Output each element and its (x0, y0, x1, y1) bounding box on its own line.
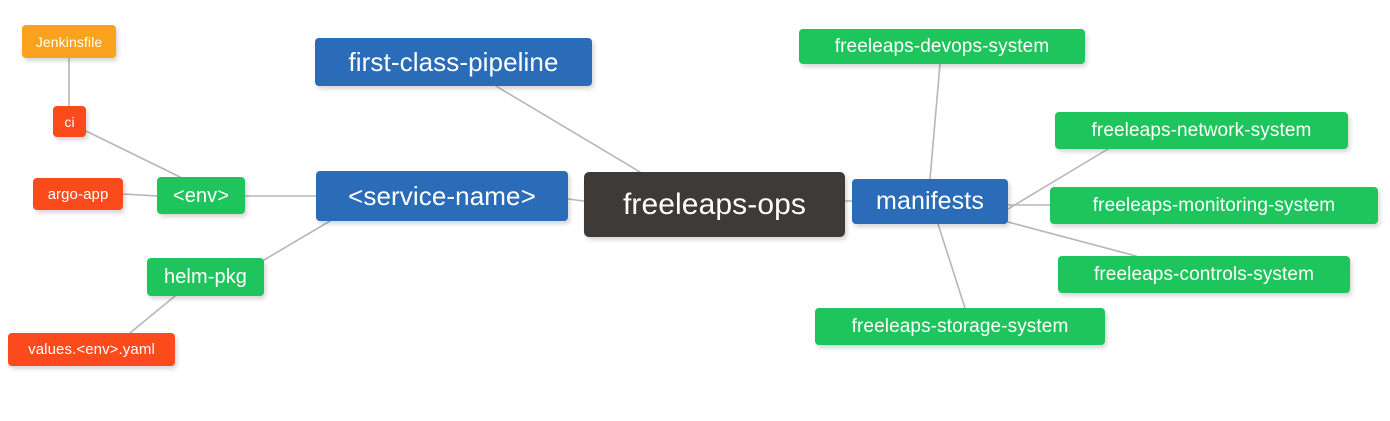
node-label: argo-app (47, 185, 109, 203)
node-helm-pkg[interactable]: helm-pkg (147, 258, 264, 296)
edge-service-name-to-freeleaps-ops (567, 198, 585, 202)
node-freeleaps-controls-system[interactable]: freeleaps-controls-system (1058, 256, 1350, 293)
node-ci[interactable]: ci (53, 106, 86, 137)
node-label: freeleaps-storage-system (851, 316, 1069, 337)
node-freeleaps-ops[interactable]: freeleaps-ops (584, 172, 845, 237)
node-label: ci (64, 113, 75, 130)
node-label: <service-name> (348, 181, 536, 211)
node-values-yaml[interactable]: values.<env>.yaml (8, 333, 175, 366)
node-freeleaps-network-system[interactable]: freeleaps-network-system (1055, 112, 1348, 149)
node-label: freeleaps-ops (622, 187, 807, 221)
node-jenkinsfile[interactable]: Jenkinsfile (22, 25, 116, 58)
edge-manifests-to-freeleaps-network-system (1007, 148, 1109, 210)
node-label: values.<env>.yaml (28, 341, 155, 358)
node-first-class-pipeline[interactable]: first-class-pipeline (315, 38, 592, 86)
node-service-name[interactable]: <service-name> (316, 171, 568, 221)
edge-argo-app-to-env (122, 193, 158, 197)
edge-ci-to-env (85, 130, 181, 178)
node-label: freeleaps-network-system (1091, 120, 1312, 141)
node-label: first-class-pipeline (348, 47, 559, 77)
node-label: <env> (172, 184, 230, 207)
node-label: freeleaps-devops-system (834, 36, 1050, 57)
edge-service-name-to-helm-pkg (263, 220, 331, 261)
node-freeleaps-monitoring-system[interactable]: freeleaps-monitoring-system (1050, 187, 1378, 224)
edge-manifests-to-freeleaps-devops-system (929, 63, 941, 180)
node-label: freeleaps-monitoring-system (1092, 195, 1336, 216)
node-label: Jenkinsfile (35, 33, 103, 50)
node-label: manifests (876, 187, 984, 215)
edge-first-class-pipeline-to-freeleaps-ops (495, 85, 641, 173)
edge-helm-pkg-to-values-yaml (129, 295, 176, 334)
node-manifests[interactable]: manifests (852, 179, 1008, 224)
node-label: helm-pkg (163, 266, 248, 288)
node-argo-app[interactable]: argo-app (33, 178, 123, 210)
node-env[interactable]: <env> (157, 177, 245, 214)
edge-manifests-to-freeleaps-controls-system (1007, 221, 1137, 257)
edge-manifests-to-freeleaps-storage-system (937, 223, 966, 309)
node-freeleaps-devops-system[interactable]: freeleaps-devops-system (799, 29, 1085, 64)
node-label: freeleaps-controls-system (1093, 264, 1315, 285)
node-freeleaps-storage-system[interactable]: freeleaps-storage-system (815, 308, 1105, 345)
